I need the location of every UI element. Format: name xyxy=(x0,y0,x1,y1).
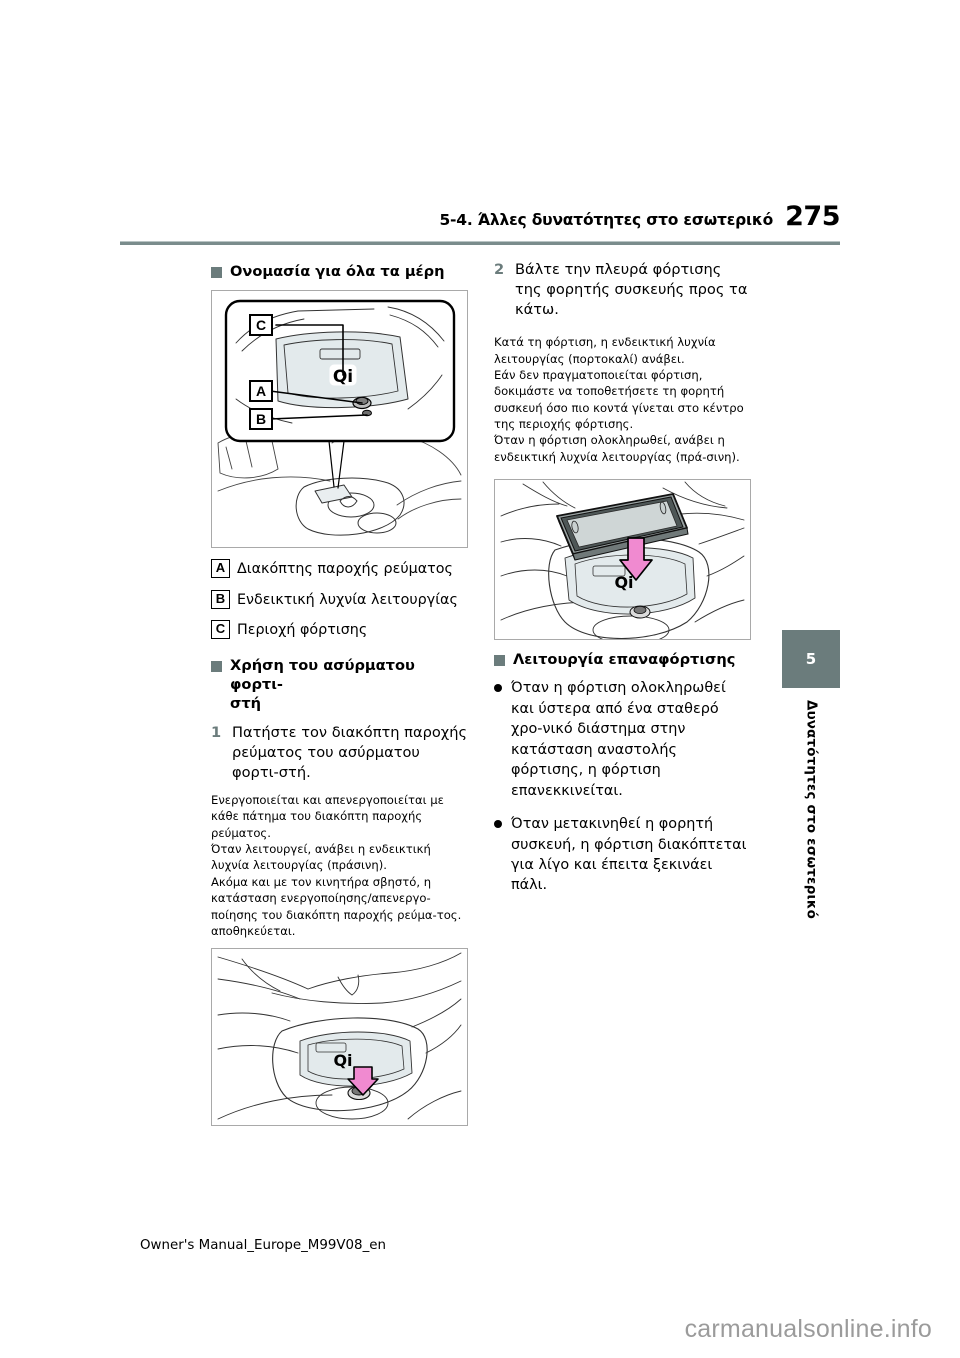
svg-text:Qi: Qi xyxy=(333,367,353,387)
section-heading-using-charger: Χρήση του ασύρματου φορτι- στή xyxy=(211,656,468,714)
chapter-tab-title: Δυνατότητες στο εσωτερικό xyxy=(782,700,840,960)
chapter-title: 5-4. Άλλες δυνατότητες στο εσωτερικό xyxy=(439,211,774,229)
step-text: Βάλτε την πλευρά φόρτισης της φορητής συ… xyxy=(515,261,748,319)
right-column: 2 Βάλτε την πλευρά φόρτισης της φορητής … xyxy=(494,252,751,909)
note-paragraph-2: Κατά τη φόρτιση, η ενδεικτική λυχνία λει… xyxy=(494,335,744,464)
section-bullet-square-icon xyxy=(494,655,505,667)
chapter-tab-title-label: Δυνατότητες στο εσωτερικό xyxy=(803,700,819,920)
list-item-text: Όταν η φόρτιση ολοκληρωθεί και ύστερα απ… xyxy=(511,680,726,799)
list-item: Όταν η φόρτιση ολοκληρωθεί και ύστερα απ… xyxy=(494,678,751,801)
legend-key-b: B xyxy=(211,589,230,609)
svg-text:C: C xyxy=(256,317,266,333)
press-power-switch-diagram: Qi xyxy=(217,952,462,1120)
svg-text:A: A xyxy=(256,383,266,399)
step-2: 2 Βάλτε την πλευρά φόρτισης της φορητής … xyxy=(494,260,751,320)
note-paragraph-1: Ενεργοποιείται και απενεργοποιείται με κ… xyxy=(211,793,462,938)
chapter-tab-number-label: 5 xyxy=(805,650,817,668)
step-text: Πατήστε τον διακόπτη παροχής ρεύματος το… xyxy=(232,723,468,781)
step-1: 1 Πατήστε τον διακόπτη παροχής ρεύματος … xyxy=(211,723,468,783)
legend-key-c: C xyxy=(211,620,230,640)
svg-text:B: B xyxy=(256,411,266,427)
legend-text-b: Ενδεικτική λυχνία λειτουργίας xyxy=(237,591,458,608)
left-column: Ονομασία για όλα τα μέρη xyxy=(211,252,468,1136)
manual-page: 5-4. Άλλες δυνατότητες στο εσωτερικό 275… xyxy=(120,198,841,1253)
step-number: 1 xyxy=(211,723,222,741)
legend-item-a: A Διακόπτης παροχής ρεύματος xyxy=(211,559,468,579)
svg-text:Qi: Qi xyxy=(614,573,633,592)
page-number: 275 xyxy=(785,201,840,232)
console-wireless-charger-callout-diagram: Qi C A B xyxy=(217,300,462,536)
smartphone-placed-on-charging-pad-diagram: Qi xyxy=(500,481,745,640)
svg-text:Qi: Qi xyxy=(333,1051,352,1070)
list-item-text: Όταν μετακινηθεί η φορητή συσκευή, η φόρ… xyxy=(511,816,747,894)
footer-document-id: Owner's Manual_Europe_M99V08_en xyxy=(140,1238,386,1253)
section-bullet-square-icon xyxy=(211,267,222,278)
figure-console-callouts: Qi C A B xyxy=(211,290,468,549)
section-bullet-square-icon xyxy=(211,660,222,672)
section-heading-label: Ονομασία για όλα τα μέρη xyxy=(230,263,445,280)
press-arrow-icon xyxy=(347,1066,379,1097)
header-divider xyxy=(120,241,840,245)
header-title-group: 5-4. Άλλες δυνατότητες στο εσωτερικό 275 xyxy=(439,201,840,232)
place-down-arrow-icon xyxy=(619,537,653,581)
section-heading-label: Χρήση του ασύρματου φορτι- στή xyxy=(230,656,415,713)
legend-text-a: Διακόπτης παροχής ρεύματος xyxy=(237,561,453,578)
section-heading-parts-names: Ονομασία για όλα τα μέρη xyxy=(211,262,468,281)
legend-text-c: Περιοχή φόρτισης xyxy=(237,622,368,639)
figure-phone-on-pad: Qi xyxy=(494,479,751,641)
site-watermark-label: carmanualsonline.info xyxy=(684,1314,932,1343)
chapter-tab-number: 5 xyxy=(782,630,840,688)
list-item: Όταν μετακινηθεί η φορητή συσκευή, η φόρ… xyxy=(494,814,751,896)
bullet-dot-icon xyxy=(494,820,502,829)
smartphone-icon xyxy=(556,493,689,561)
page-header: 5-4. Άλλες δυνατότητες στο εσωτερικό 275 xyxy=(120,198,840,238)
figure-press-power-switch: Qi xyxy=(211,948,468,1127)
section-heading-label: Λειτουργία επαναφόρτισης xyxy=(513,651,736,669)
recharge-bullet-list: Όταν η φόρτιση ολοκληρωθεί και ύστερα απ… xyxy=(494,678,751,896)
site-watermark: carmanualsonline.info xyxy=(0,1300,960,1358)
step-number: 2 xyxy=(494,261,505,278)
legend-item-c: C Περιοχή φόρτισης xyxy=(211,620,468,640)
legend-item-b: B Ενδεικτική λυχνία λειτουργίας xyxy=(211,589,468,610)
legend-key-a: A xyxy=(211,559,230,579)
section-heading-recharge-function: Λειτουργία επαναφόρτισης xyxy=(494,650,751,669)
bullet-dot-icon xyxy=(494,684,502,693)
